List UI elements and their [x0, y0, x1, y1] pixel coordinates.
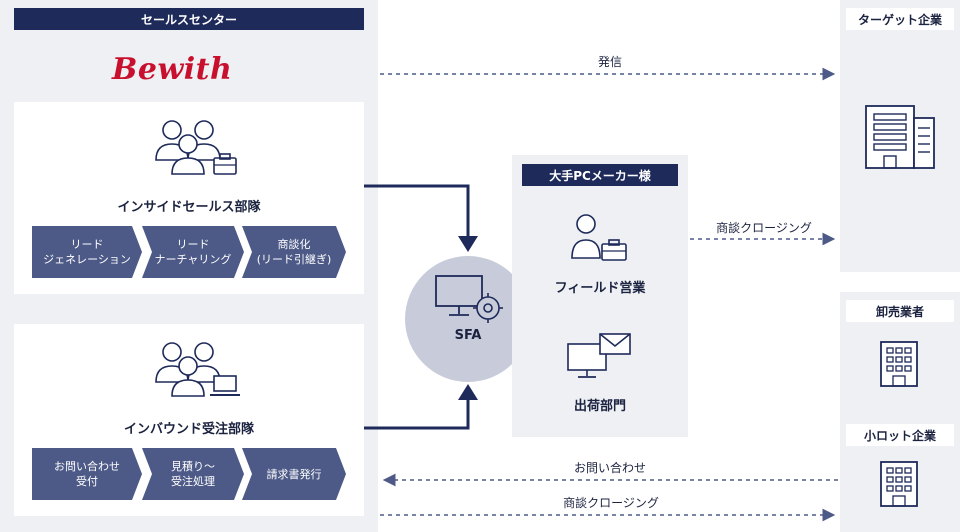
field-sales-person-icon	[571, 214, 627, 261]
briefcase-icon	[601, 239, 627, 261]
inbound-to-sfa-arrow	[364, 384, 478, 430]
step-inquiry-reception: お問い合わせ 受付	[32, 448, 142, 500]
sfa-circle	[405, 256, 531, 382]
step-deal-handoff: 商談化 (リード引継ぎ)	[242, 226, 346, 278]
inbound-card: インバウンド受注部隊 お問い合わせ 受付 見積り〜 受注処理 請求書発行	[14, 324, 364, 516]
outbound-call-label: 発信	[597, 55, 622, 69]
deal-closing-label-2: 商談クロージング	[563, 496, 659, 510]
inside-sales-card: インサイドセールス部隊 リード ジェネレーション リード ナーチャリング 商談化…	[14, 102, 364, 294]
small-lot-header: 小ロット企業	[846, 424, 954, 446]
shipping-label: 出荷部門	[573, 399, 626, 414]
bewith-logo: Bewith	[112, 52, 233, 87]
step-lead-generation: リード ジェネレーション	[32, 226, 142, 278]
briefcase-icon	[213, 153, 237, 175]
laptop-icon	[210, 375, 240, 396]
team-people-icon	[155, 120, 237, 175]
mail-icon	[599, 333, 631, 355]
step-quote-order: 見積り〜 受注処理	[142, 448, 244, 500]
inside-sales-title: インサイドセールス部隊	[117, 200, 261, 215]
field-sales-label: フィールド営業	[554, 281, 646, 296]
monitor-gear-icon	[435, 275, 503, 323]
client-panel	[512, 155, 688, 437]
small-lot-building-icon	[880, 461, 918, 507]
client-header: 大手PCメーカー様	[522, 164, 678, 186]
monitor-mail-icon	[567, 333, 631, 378]
target-company-header: ターゲット企業	[846, 8, 954, 30]
inbound-title: インバウンド受注部隊	[123, 422, 254, 437]
inside-sales-to-sfa-arrow	[364, 184, 478, 252]
inquiry-label: お問い合わせ	[573, 461, 646, 475]
sfa-label: SFA	[454, 328, 482, 343]
team-laptop-icon	[155, 342, 240, 397]
deal-closing-label-1: 商談クロージング	[716, 221, 812, 235]
sales-center-header: セールスセンター	[14, 8, 364, 30]
wholesaler-building-icon	[880, 341, 918, 387]
wholesaler-header: 卸売業者	[846, 300, 954, 322]
gear-icon	[473, 293, 503, 323]
step-invoice-issue: 請求書発行	[242, 448, 346, 500]
office-building-icon	[865, 105, 935, 169]
step-lead-nurturing: リード ナーチャリング	[142, 226, 244, 278]
